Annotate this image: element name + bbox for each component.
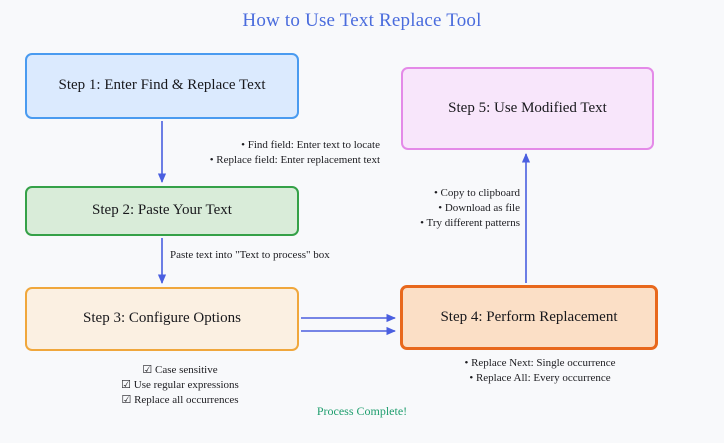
annotation-step-3-options: ☑ Case sensitive ☑ Use regular expressio…: [121, 364, 239, 407]
node-step-2-label: Step 2: Paste Your Text: [92, 202, 232, 219]
node-step-3-label: Step 3: Configure Options: [83, 310, 241, 327]
node-step-4-label: Step 4: Perform Replacement: [440, 308, 618, 325]
node-step-3[interactable]: Step 3: Configure Options: [25, 287, 299, 351]
node-step-5[interactable]: Step 5: Use Modified Text: [401, 67, 654, 150]
annotation-step-4: • Replace Next: Single occurrence • Repl…: [464, 357, 616, 385]
node-step-1[interactable]: Step 1: Enter Find & Replace Text: [25, 53, 299, 119]
node-step-1-label: Step 1: Enter Find & Replace Text: [58, 77, 266, 94]
node-step-4[interactable]: Step 4: Perform Replacement: [400, 285, 658, 350]
node-step-2[interactable]: Step 2: Paste Your Text: [25, 186, 299, 236]
process-complete-label: Process Complete!: [316, 404, 408, 418]
page-title: How to Use Text Replace Tool: [242, 10, 482, 31]
node-step-5-label: Step 5: Use Modified Text: [448, 99, 607, 116]
annotation-step-5: • Copy to clipboard • Download as file •…: [420, 187, 520, 230]
annotation-step-2: Paste text into "Text to process" box: [170, 249, 330, 261]
annotation-step-1: • Find field: Enter text to locate • Rep…: [209, 139, 380, 167]
